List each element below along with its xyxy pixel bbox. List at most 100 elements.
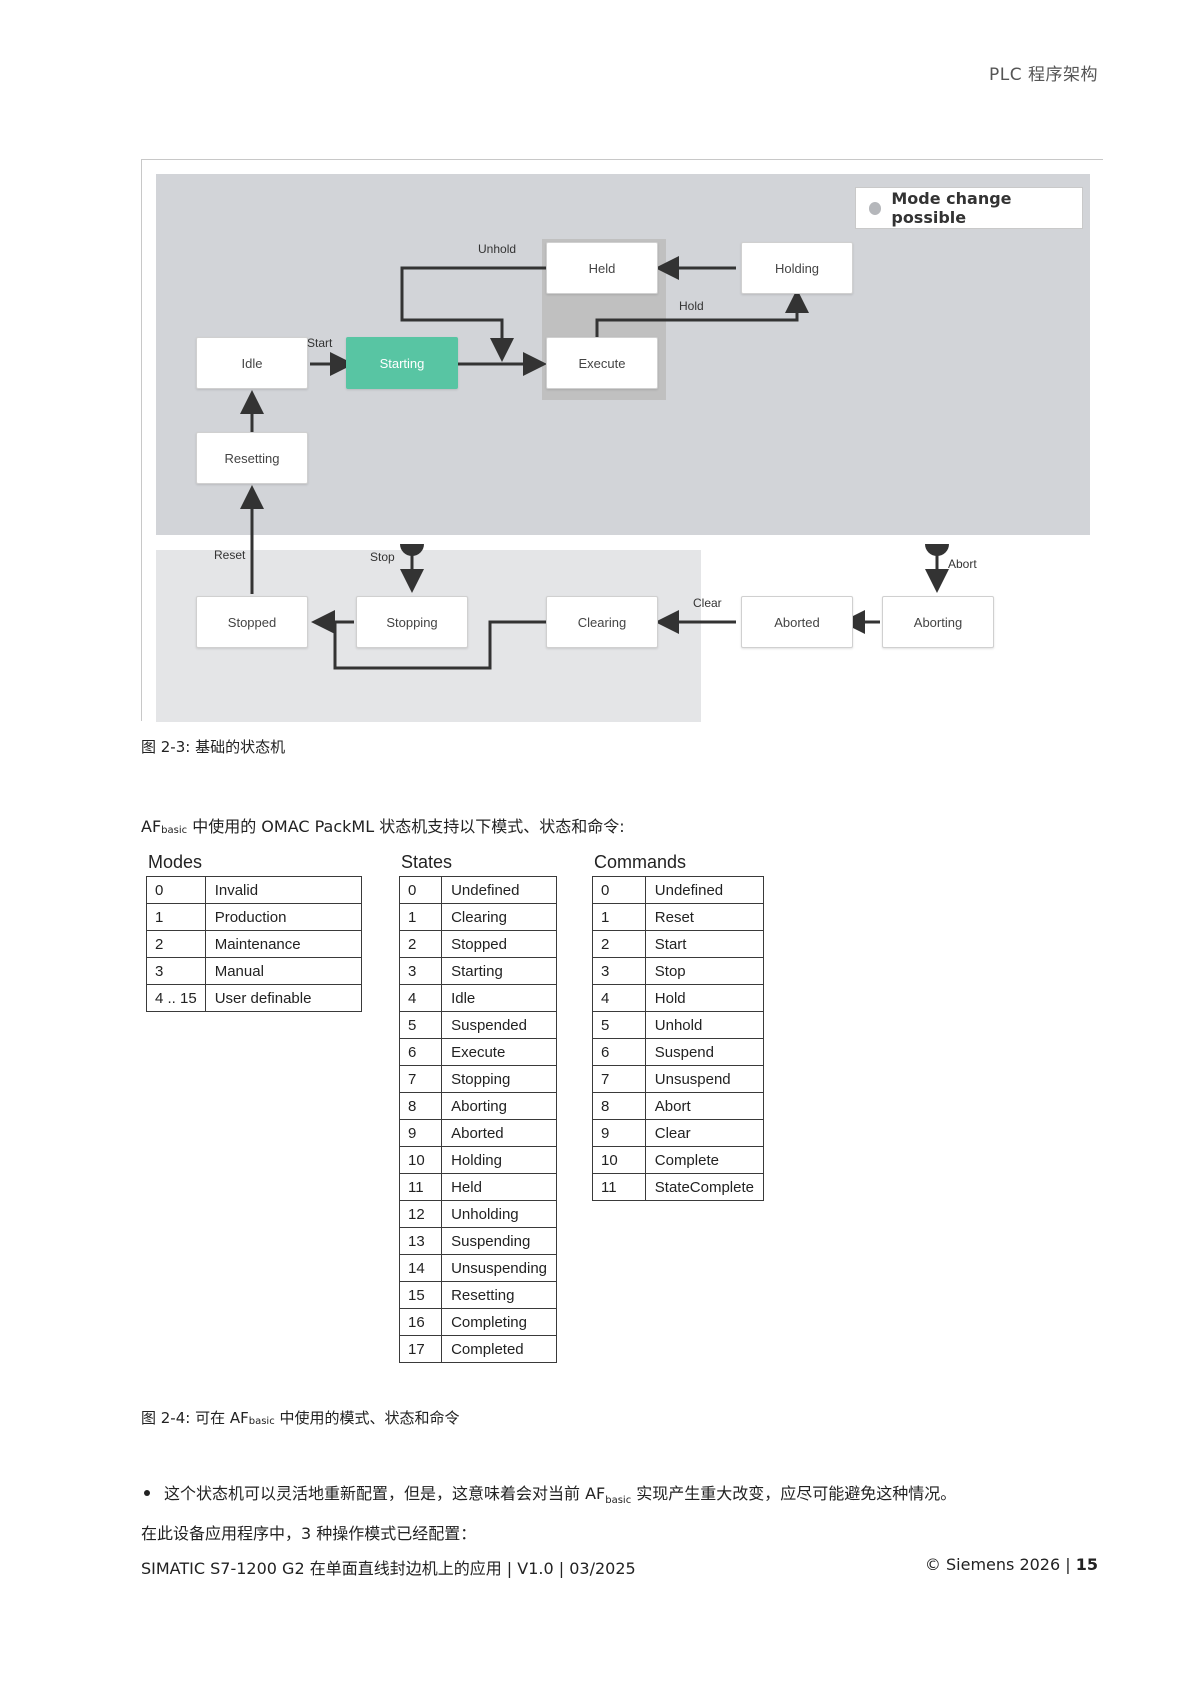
cell-name: Aborted [441,1119,557,1147]
cell-id: 3 [592,957,646,985]
cell-id: 4 [592,984,646,1012]
cell-name: Holding [441,1146,557,1174]
cmd-abort-label: Abort [948,557,977,571]
cell-id: 7 [398,1065,443,1093]
cmd-unhold-label: Unhold [478,242,517,256]
config-paragraph: 在此设备应用程序中，3 种操作模式已经配置： [141,1524,477,1543]
cell-name: Start [644,930,765,958]
cell-name: Hold [644,984,765,1012]
cell-id: 3 [146,957,206,985]
legend-dot-icon [869,201,882,215]
cmd-clear-label: Clear [693,596,722,610]
cell-id: 11 [592,1173,646,1201]
cell-name: Suspend [644,1038,765,1066]
page-number: 15 [1075,1555,1098,1574]
cell-name: Abort [644,1092,765,1120]
intro-paragraph: AFbasic 中使用的 OMAC PackML 状态机支持以下模式、状态和命令… [141,817,625,836]
state-execute: Execute [546,337,658,389]
cell-id: 10 [592,1146,646,1174]
cell-name: Manual [204,957,363,985]
cell-id: 1 [146,903,206,931]
cell-name: Unholding [441,1200,557,1228]
cell-id: 1 [398,903,443,931]
cell-id: 16 [398,1308,443,1336]
cell-id: 12 [398,1200,443,1228]
footer-document-info: SIMATIC S7-1200 G2 在单面直线封边机上的应用 | V1.0 |… [141,1559,636,1578]
state-held: Held [546,242,658,294]
cell-id: 9 [592,1119,646,1147]
state-aborted: Aborted [741,596,853,648]
cell-id: 5 [398,1011,443,1039]
cell-name: User definable [204,984,363,1012]
cell-id: 7 [592,1065,646,1093]
cell-name: Production [204,903,363,931]
cell-name: Reset [644,903,765,931]
cell-id: 3 [398,957,443,985]
cell-id: 6 [592,1038,646,1066]
cell-id: 0 [592,876,646,904]
state-stopping: Stopping [356,596,468,648]
cell-name: Aborting [441,1092,557,1120]
cell-id: 13 [398,1227,443,1255]
state-starting: Starting [346,337,458,389]
cell-id: 2 [146,930,206,958]
cell-id: 8 [398,1092,443,1120]
cell-name: Stopping [441,1065,557,1093]
cell-name: Undefined [644,876,765,904]
cell-id: 17 [398,1335,443,1363]
cell-name: Clear [644,1119,765,1147]
cell-id: 9 [398,1119,443,1147]
footer-copyright: © Siemens 2026 | 15 [924,1555,1098,1574]
cell-name: Completing [441,1308,557,1336]
cell-id: 14 [398,1254,443,1282]
cell-name: StateComplete [644,1173,765,1201]
cell-name: Starting [441,957,557,985]
cell-id: 4 [398,984,443,1012]
figure-caption-2-4: 图 2-4: 可在 AFbasic 中使用的模式、状态和命令 [141,1409,460,1427]
figure-caption-2-3: 图 2-3: 基础的状态机 [141,738,286,756]
cell-name: Stopped [441,930,557,958]
cell-name: Unsuspend [644,1065,765,1093]
state-clearing: Clearing [546,596,658,648]
cell-id: 0 [146,876,206,904]
legend-label: Mode change possible [891,189,1012,227]
cell-id: 0 [398,876,443,904]
state-idle: Idle [196,337,308,389]
state-holding: Holding [741,242,853,294]
cell-id: 8 [592,1092,646,1120]
cell-name: Stop [644,957,765,985]
cell-name: Idle [441,984,557,1012]
cell-id: 2 [398,930,443,958]
cell-name: Suspending [441,1227,557,1255]
cell-id: 6 [398,1038,443,1066]
